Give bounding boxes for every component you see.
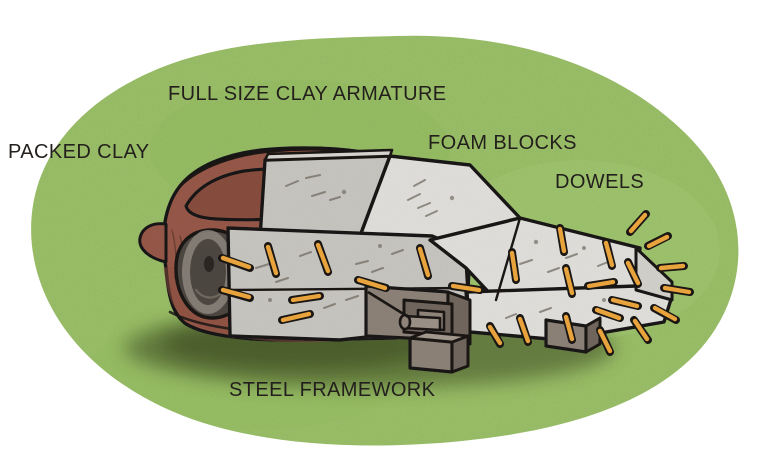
steel-foot-block bbox=[408, 336, 454, 374]
label-full-size-clay-armature: FULL SIZE CLAY ARMATURE bbox=[168, 83, 447, 105]
dowels-group bbox=[218, 210, 694, 356]
steel-brace bbox=[367, 290, 411, 320]
wheel-tire-inner bbox=[190, 239, 226, 305]
steel-front-foot-side bbox=[584, 316, 602, 354]
foam-blocks-assembly bbox=[226, 148, 674, 342]
steel-framework bbox=[364, 284, 602, 374]
foam-top-cap bbox=[263, 148, 394, 162]
label-dowels: DOWELS bbox=[555, 171, 645, 193]
foam-flecks bbox=[255, 174, 609, 319]
label-packed-clay: PACKED CLAY bbox=[8, 141, 150, 163]
label-foam-blocks: FOAM BLOCKS bbox=[428, 132, 577, 154]
foam-dots bbox=[268, 189, 606, 302]
steel-foot-block-top bbox=[408, 330, 470, 344]
wheel-hub bbox=[204, 256, 214, 272]
label-steel-framework: STEEL FRAMEWORK bbox=[229, 379, 436, 401]
